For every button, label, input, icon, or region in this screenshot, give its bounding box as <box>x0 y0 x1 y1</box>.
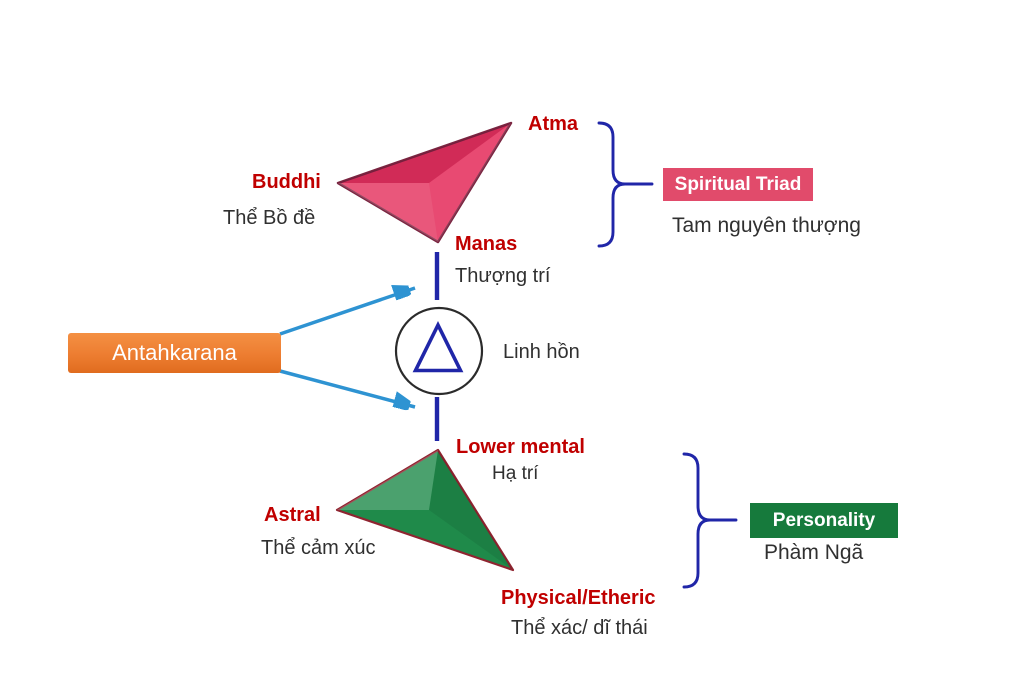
soul-circle-icon <box>394 306 484 396</box>
triangle-facet-light2 <box>338 183 438 242</box>
spiritual-triad-vietnamese-label: Tam nguyên thượng <box>672 214 861 237</box>
atma-label: Atma <box>528 113 579 135</box>
lower-mental-label: Lower mental <box>456 436 585 458</box>
antahkarana-badge-label: Antahkarana <box>112 340 237 365</box>
antahkarana-arrows <box>279 288 416 407</box>
triangle-facet-shade <box>429 450 513 570</box>
personality-badge: Personality <box>750 503 898 538</box>
personality-triangle-icon <box>335 448 515 572</box>
triangle-facet-shade <box>338 123 511 183</box>
spiritual-triad-brace-icon <box>597 121 654 248</box>
triangle-facet-light <box>429 123 511 242</box>
triangle-facet-light <box>337 450 438 510</box>
astral-vietnamese-label: Thể cảm xúc <box>261 537 376 559</box>
physical-etheric-vietnamese-label: Thể xác/ dĩ thái <box>511 617 648 639</box>
lower-mental-vietnamese-label: Hạ trí <box>492 463 539 484</box>
arrow-down-icon <box>279 369 416 407</box>
astral-label: Astral <box>264 504 321 526</box>
manas-vietnamese-label: Thượng trí <box>455 265 551 287</box>
buddhi-vietnamese-label: Thể Bồ đề <box>223 207 316 229</box>
soul-triangle-glyph <box>412 320 464 373</box>
soul-label: Linh hồn <box>503 341 580 363</box>
spiritual-triad-badge: Spiritual Triad <box>663 168 813 201</box>
antahkarana-badge: Antahkarana <box>68 333 281 373</box>
manas-label: Manas <box>455 233 518 255</box>
physical-etheric-label: Physical/Etheric <box>501 587 656 609</box>
personality-badge-label: Personality <box>772 509 876 531</box>
spiritual-triad-triangle-icon <box>336 121 513 244</box>
spiritual-triad-badge-label: Spiritual Triad <box>674 173 802 195</box>
arrow-up-icon <box>279 288 416 336</box>
personality-vietnamese-label: Phàm Ngã <box>764 541 864 564</box>
personality-brace-icon <box>682 452 738 589</box>
buddhi-label: Buddhi <box>252 171 321 193</box>
